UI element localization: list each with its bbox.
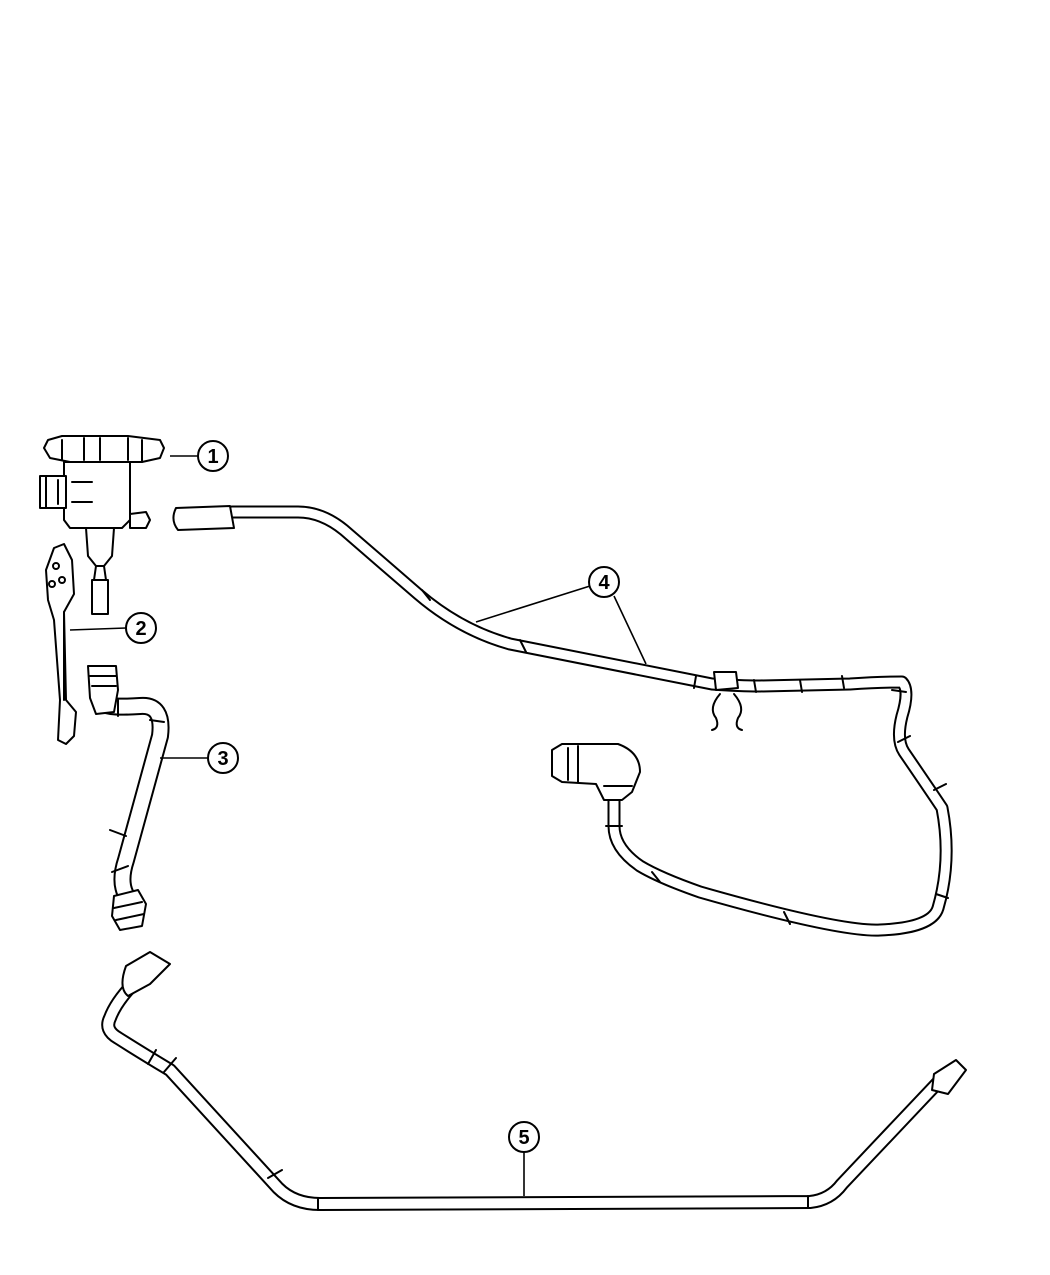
callout-5-label: 5 — [518, 1127, 529, 1149]
callout-3-label: 3 — [217, 748, 228, 770]
short-hose-part — [87, 665, 170, 931]
callout-2-label: 2 — [135, 618, 146, 640]
valve-solenoid-part — [39, 435, 165, 615]
callout-3: 3 — [207, 742, 239, 774]
leader-2 — [69, 627, 127, 631]
bottom-hose-part — [101, 951, 967, 1211]
leader-lines — [69, 455, 647, 1196]
callout-4: 4 — [588, 566, 620, 598]
mounting-bracket-part — [45, 543, 77, 745]
leader-4b — [613, 595, 647, 665]
leader-4a — [475, 585, 591, 623]
callout-1: 1 — [197, 440, 229, 472]
callout-5: 5 — [508, 1121, 540, 1153]
callout-2: 2 — [125, 612, 157, 644]
callout-4-label: 4 — [598, 572, 610, 594]
long-hose-part — [172, 505, 953, 937]
callout-1-label: 1 — [207, 446, 218, 468]
